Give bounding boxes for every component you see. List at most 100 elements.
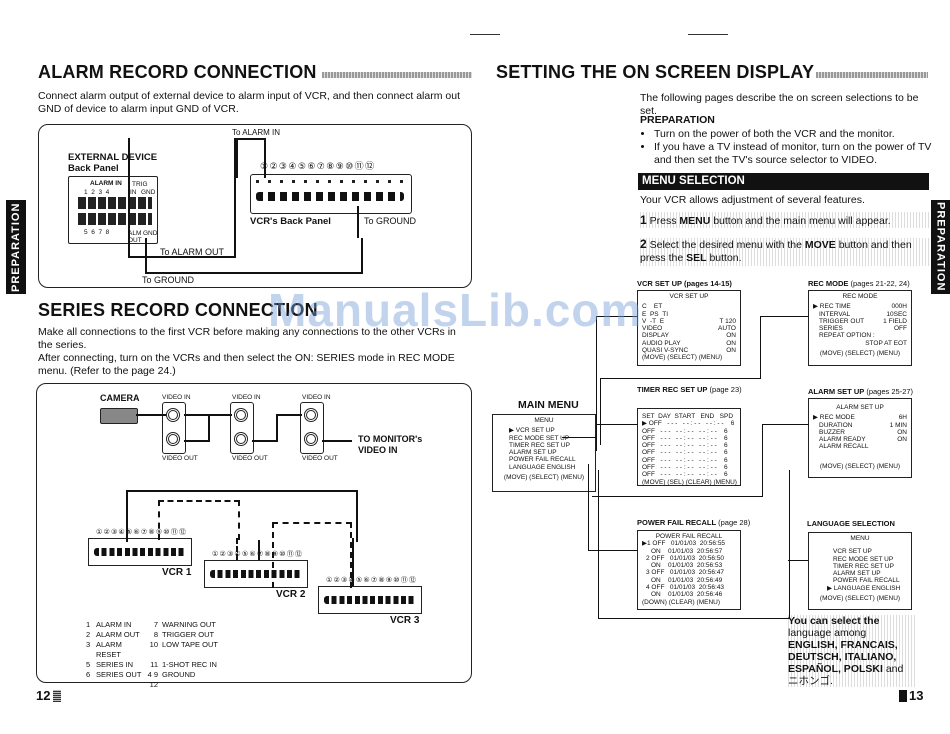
label-video-in-2: VIDEO IN	[232, 394, 261, 401]
label-trig: TRIG	[132, 181, 148, 188]
step-2: 2 Select the desired menu with the MOVE …	[640, 238, 930, 266]
language-menu-item[interactable]: ALARM SET UP	[833, 570, 881, 578]
language-heading: LANGUAGE SELECTION	[807, 519, 895, 528]
main-menu-footer: (MOVE) (SELECT) (MENU)	[503, 474, 585, 482]
label-vcr1: VCR 1	[162, 567, 192, 578]
label-camera: CAMERA	[100, 393, 140, 403]
power-fail-footer: (DOWN) (CLEAR) (MENU)	[642, 598, 720, 606]
menu-item-power-fail[interactable]: POWER FAIL RECALL	[509, 456, 576, 464]
alarm-setup-title: ALARM SET UP	[836, 404, 884, 411]
label-gnd: GND	[141, 189, 156, 196]
language-menu-item[interactable]: POWER FAIL RECALL	[833, 577, 900, 585]
language-menu-item[interactable]: VCR SET UP	[833, 548, 872, 556]
alarm-record-title: ALARM RECORD CONNECTION	[38, 62, 317, 82]
label-vcr-back-panel: VCR's Back Panel	[250, 216, 331, 227]
timer-rec-footer: (MOVE) (SEL) (CLEAR) (MENU)	[642, 478, 737, 486]
series-wire-solid-2	[352, 538, 356, 586]
label-video-out-3: VIDEO OUT	[302, 455, 338, 462]
menu-selection-bar: MENU SELECTION	[638, 173, 929, 190]
title-rule	[322, 72, 472, 78]
osd-intro: The following pages describe the on scre…	[640, 92, 919, 117]
connector-language-h	[788, 560, 808, 561]
vcr2-terminals	[210, 570, 302, 578]
language-menu-item[interactable]: REC MODE SET UP	[833, 555, 894, 563]
vcr-terminals-top	[256, 180, 404, 183]
label-video-out-2: VIDEO OUT	[232, 455, 268, 462]
power-fail-row: ON 01/01/03 20:56:57	[651, 547, 723, 555]
label-to-alarm-out: To ALARM OUT	[160, 247, 225, 257]
connector-timer-rec	[596, 424, 638, 451]
label-alarm-in-panel: ALARM IN	[90, 180, 122, 187]
main-menu-screen: MENU ▶ VCR SET UP REC MODE SET UP TIMER …	[492, 414, 596, 492]
power-fail-row: 3 OFF 01/01/03 20:56:47	[646, 569, 725, 577]
menu-item-timer-rec[interactable]: TIMER REC SET UP	[509, 441, 570, 449]
label-to-monitor: TO MONITOR's	[358, 434, 423, 444]
language-menu-item[interactable]: TIMER REC SET UP	[833, 562, 894, 570]
main-menu-heading: MAIN MENU	[518, 399, 579, 411]
series-wire-solid-3	[258, 540, 262, 560]
menu-item-language[interactable]: LANGUAGE ENGLISH	[509, 463, 576, 471]
wire-alarm-in	[128, 138, 238, 256]
language-note: You can select the language among ENGLIS…	[788, 615, 916, 687]
preparation-heading: PREPARATION	[640, 114, 715, 126]
menu-item-alarm-setup[interactable]: ALARM SET UP	[509, 449, 557, 457]
connector-rec-mode	[600, 378, 761, 445]
rec-mode-heading: REC MODE (pages 21-22, 24)	[808, 279, 910, 288]
power-fail-row: ON 01/01/03 20:56:53	[651, 562, 723, 570]
alarm-record-text: Connect alarm output of external device …	[38, 90, 460, 115]
connector-vcr-setup	[596, 316, 638, 439]
vcr1-terminals	[94, 548, 186, 556]
jack-icon	[234, 408, 248, 422]
language-menu-item[interactable]: ▶ LANGUAGE ENGLISH	[827, 584, 901, 592]
timer-rec-row: OFF - - - - - : - - - - : - - 6	[642, 442, 728, 450]
power-fail-row: ON 01/01/03 20:56:49	[651, 576, 723, 584]
vcr-terminals-dots	[256, 192, 404, 201]
label-pins-top: 1 2 3 4	[84, 189, 110, 196]
label-video-in-monitor: VIDEO IN	[358, 445, 398, 455]
menu-item-vcr-setup[interactable]: ▶ VCR SET UP	[509, 427, 555, 435]
jack-icon	[304, 408, 318, 422]
page-number-left: 12	[36, 688, 51, 703]
step-1: 1 Press MENU button and the main menu wi…	[640, 212, 930, 228]
menu-item-rec-mode[interactable]: REC MODE SET UP	[509, 434, 570, 442]
power-fail-title: POWER FAIL RECALL	[655, 533, 723, 540]
page-mark-left	[53, 690, 61, 702]
label-to-ground-right: To GROUND	[364, 216, 417, 226]
vcr-setup-footer: (MOVE) (SELECT) (MENU)	[642, 354, 723, 362]
label-in: IN	[130, 189, 137, 196]
cable-1-2	[184, 414, 210, 442]
wire-ground-up	[357, 206, 361, 238]
wire-to-alarm-in	[236, 138, 266, 178]
bullet-item: Turn on the power of both the VCR and th…	[654, 128, 932, 141]
preparation-bullets: Turn on the power of both the VCR and th…	[640, 128, 932, 167]
timer-rec-row: OFF - - - - - : - - - - : - - 6	[642, 427, 728, 435]
power-fail-row: ▶1 OFF 01/01/03 20:56:55	[642, 540, 726, 548]
label-pins-bottom: 5 6 7 8	[84, 229, 110, 236]
vcr3-terminals	[324, 596, 416, 604]
series-wire-dashed-2	[236, 538, 238, 560]
power-fail-row: 2 OFF 01/01/03 20:56:50	[646, 554, 725, 562]
timer-rec-row: OFF - - - - - : - - - - : - - 6	[642, 434, 728, 442]
bullet-item: If you have a TV instead of monitor, tur…	[654, 141, 932, 167]
connector-alarm-v	[762, 424, 809, 497]
cable-2-3	[252, 440, 276, 442]
alarm-setup-footer: (MOVE) (SELECT) (MENU)	[819, 462, 901, 470]
timer-rec-heading: TIMER REC SET UP (page 23)	[637, 385, 742, 394]
timer-rec-row: OFF - - - - - : - - - - : - - 6	[642, 464, 728, 472]
series-record-text-2: After connecting, turn on the VCRs and t…	[38, 352, 455, 377]
page-number-right: 13	[909, 688, 924, 703]
vcr-setup-row: C ET	[642, 303, 663, 311]
jack-icon	[234, 432, 248, 446]
timer-rec-row: OFF - - - - - : - - - - : - - 6	[642, 456, 728, 464]
vcr1-numbers: ①②③④⑤⑥⑦⑧⑨⑩⑪⑫	[96, 529, 188, 536]
jack-icon	[166, 408, 180, 422]
power-fail-row: 4 OFF 01/01/03 20:56:43	[646, 584, 725, 592]
